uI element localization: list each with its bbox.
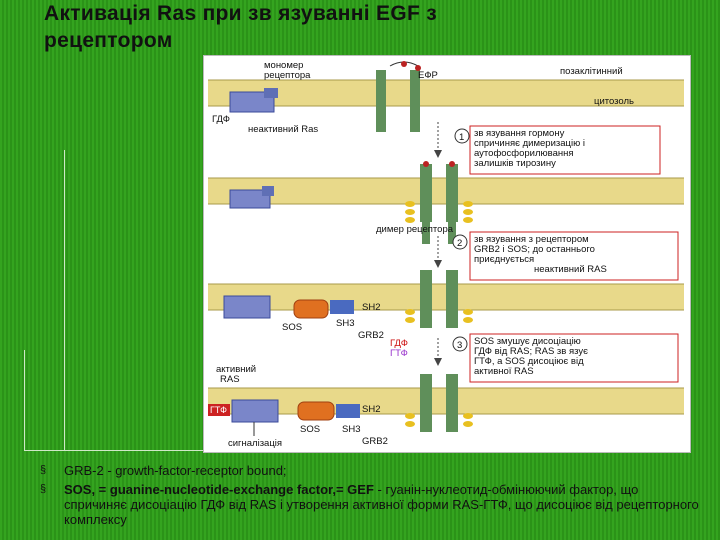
label-cytosol: цитозоль: [594, 96, 634, 107]
step-2-line: GRB2 і SOS; до останнього: [474, 244, 595, 255]
receptor-dimer-left: [420, 164, 432, 222]
egf-ligand: [449, 161, 455, 167]
step-arrowhead: [434, 358, 442, 366]
ras-activation-figure: мономер рецептора ЕФР позаклітинний цито…: [204, 56, 690, 452]
label-sh3-mid: SH3: [336, 318, 354, 329]
ras-protein-active: [231, 399, 279, 423]
sos-protein: [297, 401, 335, 421]
receptor-monomer: [376, 70, 386, 116]
receptor-dimer-right: [446, 270, 458, 328]
label-sh2-bottom: SH2: [362, 404, 380, 415]
label-receptor-monomer-2: рецептора: [264, 70, 311, 81]
bullet-marker: §: [40, 464, 47, 476]
ras-protein: [229, 189, 271, 209]
step-1-line: залишків тирозину: [474, 158, 556, 169]
bullet-text: - гуанін-нуклеотид-обмінюючий фактор, що…: [64, 482, 699, 527]
receptor-dimer-right: [446, 374, 458, 432]
label-sh3-bottom: SH3: [342, 424, 360, 435]
step-2-number: 2: [457, 238, 462, 249]
step-1-line: аутофосфорилювання: [474, 148, 574, 159]
phospho-tyrosines: [405, 309, 473, 323]
step-3-number: 3: [457, 340, 462, 351]
label-receptor-monomer-1: мономер: [264, 60, 303, 71]
bullet-item: § GRB-2 - growth-factor-receptor bound;: [40, 463, 700, 478]
step-2-line: неактивний RAS: [534, 264, 607, 275]
receptor-dimer-left: [420, 270, 432, 328]
receptor-tail: [410, 116, 420, 132]
step-2-badge: [452, 234, 468, 250]
label-active-ras-2: RAS: [220, 374, 240, 385]
egf-ligand: [401, 61, 407, 67]
receptor-dimer-left: [420, 374, 432, 432]
figure-canvas: мономер рецептора ЕФР позаклітинний цито…: [208, 60, 684, 449]
receptor-tail: [422, 222, 430, 244]
egf-ligand: [423, 161, 429, 167]
label-gdp-top: ГДФ: [212, 114, 230, 125]
step-1-number: 1: [459, 132, 464, 143]
decorative-line: [24, 350, 25, 450]
label-sh2-mid: SH2: [362, 302, 380, 313]
label-inactive-ras-top: неактивний Ras: [248, 124, 318, 135]
step-3-line: ГДФ від RAS; RAS зв язує: [474, 346, 588, 357]
step-arrowhead: [434, 150, 442, 158]
step-arrowhead: [434, 260, 442, 268]
receptor-tail: [376, 116, 386, 132]
slide-title: Активація Ras при зв язуванні EGF з реце…: [44, 0, 604, 54]
bullet-text: GRB-2 - growth-factor-receptor bound;: [64, 463, 287, 478]
ras-protein: [223, 295, 271, 319]
label-grb2-bottom: GRB2: [362, 436, 388, 447]
egf-ligand: [415, 65, 421, 71]
decorative-line: [24, 450, 204, 451]
label-signaling: сигналізація: [228, 438, 282, 449]
ras-anchor: [262, 186, 274, 196]
grb2-protein: [336, 404, 360, 418]
label-gtp-purple: ГТФ: [390, 348, 408, 359]
step-2-line: зв язування з рецептором: [474, 234, 589, 245]
title-line-2: рецептором: [44, 29, 173, 52]
phospho-tyrosines: [405, 413, 473, 427]
label-active-ras-1: активний: [216, 364, 256, 375]
bullet-list: § GRB-2 - growth-factor-receptor bound; …: [40, 463, 700, 531]
sos-protein: [293, 299, 329, 319]
phospho-tyrosines: [405, 201, 473, 223]
gtp-box: [208, 404, 230, 416]
decorative-line: [64, 150, 65, 450]
step-2-line: приєднується: [474, 254, 534, 265]
label-receptor-dimer: димер рецептора: [376, 224, 454, 235]
step-1-badge: [454, 128, 470, 144]
label-gtp-box: ГТФ: [210, 405, 227, 415]
step-3-box: [469, 333, 679, 383]
receptor-dimer-right: [446, 164, 458, 222]
step-3-line: ГТФ, а SOS дисоціює від: [474, 356, 584, 367]
label-grb2-mid: GRB2: [358, 330, 384, 341]
grb2-protein: [330, 300, 354, 314]
label-sos-bottom: SOS: [300, 424, 320, 435]
receptor-monomer: [410, 70, 420, 116]
title-line-1: Активація Ras при зв язуванні EGF з: [44, 2, 437, 25]
receptor-tail: [448, 222, 456, 244]
label-extracellular: позаклітинний: [560, 66, 623, 77]
step-3-line: активної RAS: [474, 366, 534, 377]
step-3-line: SOS змушує дисоціацію: [474, 336, 581, 347]
ras-anchor: [264, 88, 278, 98]
bullet-item: § SOS, = guanine-nucleotide-exchange fac…: [40, 482, 700, 527]
step-1-line: спричиняє димеризацію і: [474, 138, 585, 149]
bullet-bold-prefix: SOS, = guanine-nucleotide-exchange facto…: [64, 482, 374, 497]
label-egf: ЕФР: [418, 70, 438, 81]
bullet-marker: §: [40, 483, 47, 495]
label-gdp-red: ГДФ: [390, 338, 408, 349]
ras-protein: [229, 91, 275, 113]
step-1-line: зв язування гормону: [474, 128, 565, 139]
label-sos-mid: SOS: [282, 322, 302, 333]
membrane-top: [208, 80, 684, 106]
step-1-box: [469, 125, 661, 175]
step-3-badge: [452, 336, 468, 352]
step-2-box: [469, 231, 679, 281]
